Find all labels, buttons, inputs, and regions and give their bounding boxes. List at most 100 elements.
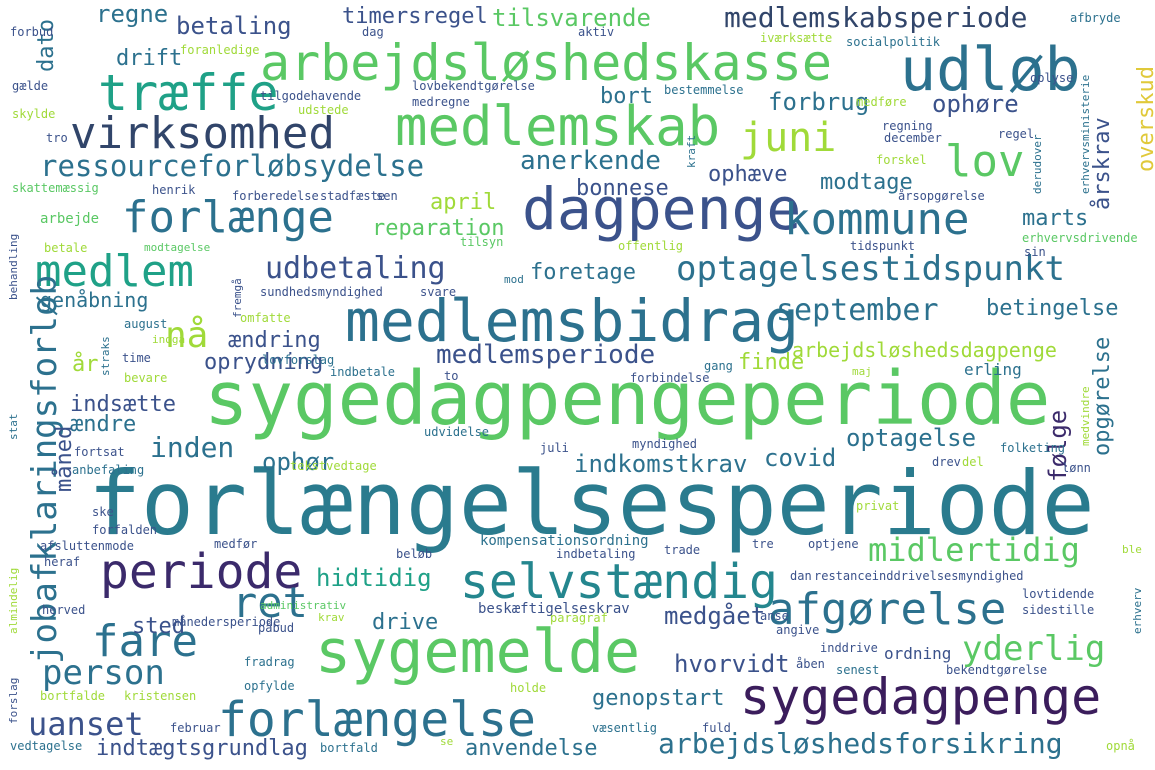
word: sted bbox=[132, 614, 185, 639]
word: medfør bbox=[214, 537, 258, 551]
word: omfatte bbox=[240, 311, 291, 325]
word: tro bbox=[46, 131, 68, 145]
word: stadfæste bbox=[320, 189, 386, 203]
word: forbindelse bbox=[630, 371, 710, 385]
word: juli bbox=[540, 441, 569, 455]
word: kommune bbox=[784, 194, 970, 245]
word: beløb bbox=[396, 547, 433, 561]
word: forfalden bbox=[92, 523, 158, 537]
word: forlænge bbox=[122, 192, 334, 243]
word: trade bbox=[664, 543, 701, 557]
word: arbejde bbox=[40, 211, 100, 227]
word: ske bbox=[92, 505, 114, 519]
word: fare bbox=[92, 616, 198, 667]
word: forskel bbox=[876, 153, 927, 167]
word: stat bbox=[7, 413, 20, 441]
word: maj bbox=[852, 365, 872, 378]
word: behandling bbox=[7, 233, 20, 300]
word: forlængelsesperiode bbox=[88, 452, 1095, 555]
word: regning bbox=[882, 119, 933, 133]
word: arbejdsløshedskasse bbox=[260, 34, 832, 92]
word: gang bbox=[704, 359, 733, 373]
word: holde bbox=[510, 681, 547, 695]
word: årskrav bbox=[1090, 117, 1115, 210]
word: månedersperiode bbox=[172, 615, 281, 629]
word: september bbox=[776, 293, 939, 328]
word: sen bbox=[376, 189, 398, 203]
word: krav bbox=[318, 611, 345, 624]
word: udbetaling bbox=[265, 251, 446, 286]
word: kompensationsordning bbox=[480, 533, 649, 549]
word: tre bbox=[752, 537, 774, 551]
word: svare bbox=[420, 285, 457, 299]
word: væsentlig bbox=[592, 721, 658, 735]
word: betingelse bbox=[986, 296, 1119, 321]
word: straks bbox=[99, 336, 112, 376]
word: lovtidende bbox=[1022, 587, 1095, 601]
word: sidestille bbox=[1022, 603, 1095, 617]
word: tilsvarende bbox=[492, 4, 651, 32]
word: finde bbox=[738, 350, 805, 375]
word: midlertidig bbox=[868, 531, 1080, 569]
word: regel bbox=[998, 127, 1035, 141]
word: årsopgørelse bbox=[898, 189, 985, 203]
word: fuld bbox=[702, 721, 731, 735]
word: inddrive bbox=[820, 641, 878, 655]
word: august bbox=[124, 317, 168, 331]
word: lovforslag bbox=[262, 353, 335, 367]
word: senest bbox=[836, 663, 880, 677]
word: afsluttenmode bbox=[40, 539, 134, 553]
word: paragraf bbox=[550, 611, 608, 625]
word: overskud bbox=[1134, 66, 1155, 172]
word: medlemskabsperiode bbox=[724, 1, 1028, 34]
word: tilgodehavende bbox=[260, 89, 362, 103]
word: betaling bbox=[176, 12, 292, 40]
word: lønn bbox=[1062, 461, 1091, 475]
word: måned bbox=[52, 425, 77, 492]
word: betale bbox=[44, 241, 88, 255]
word: tidspunkt bbox=[850, 239, 916, 253]
word: skylde bbox=[12, 107, 56, 121]
word: hidtidig bbox=[316, 564, 432, 592]
word: anbefaling bbox=[72, 463, 145, 477]
word: tilsyn bbox=[460, 235, 504, 249]
word: bortfald bbox=[320, 741, 378, 755]
word: ble bbox=[1122, 543, 1142, 556]
word: restanceinddrivelsesmyndighed bbox=[814, 569, 1024, 583]
word: påbud bbox=[258, 621, 295, 635]
word: indsætte bbox=[70, 392, 176, 417]
word: regne bbox=[96, 0, 169, 28]
word: erling bbox=[964, 360, 1022, 379]
word: afgørelse bbox=[768, 584, 1007, 635]
word: folketing bbox=[1000, 441, 1066, 455]
word: drift bbox=[116, 46, 183, 71]
word: timersregel bbox=[342, 4, 488, 29]
word: inden bbox=[150, 431, 235, 464]
word: fremgå bbox=[231, 278, 244, 318]
word: anvendelse bbox=[465, 736, 598, 761]
word: oprydning bbox=[204, 350, 324, 375]
word: angive bbox=[776, 623, 820, 637]
word: bonnese bbox=[576, 176, 669, 201]
word: arbejdsløshedsforsikring bbox=[658, 727, 1063, 760]
word: se bbox=[440, 735, 454, 748]
word: opgørelse bbox=[1090, 336, 1115, 456]
word: anse bbox=[760, 609, 789, 623]
word: anerkende bbox=[520, 146, 661, 176]
word: sin bbox=[1024, 245, 1046, 259]
word: bevare bbox=[124, 371, 168, 385]
word: almindelig bbox=[7, 567, 20, 634]
word: bortfalde bbox=[40, 689, 106, 703]
word: myndighed bbox=[632, 437, 698, 451]
word: oplyse bbox=[1030, 71, 1074, 85]
word: medlemsbidrag bbox=[345, 287, 799, 355]
word: ændring bbox=[228, 328, 321, 353]
word: forlængelse bbox=[218, 692, 536, 748]
word: medgået bbox=[664, 602, 766, 630]
word: bekendtgørelse bbox=[946, 663, 1048, 677]
word: foranledige bbox=[180, 43, 260, 57]
word: skattemæssig bbox=[12, 181, 99, 195]
word: åben bbox=[796, 657, 825, 671]
word: foretage bbox=[530, 260, 636, 285]
word: erhverv bbox=[1131, 587, 1144, 634]
